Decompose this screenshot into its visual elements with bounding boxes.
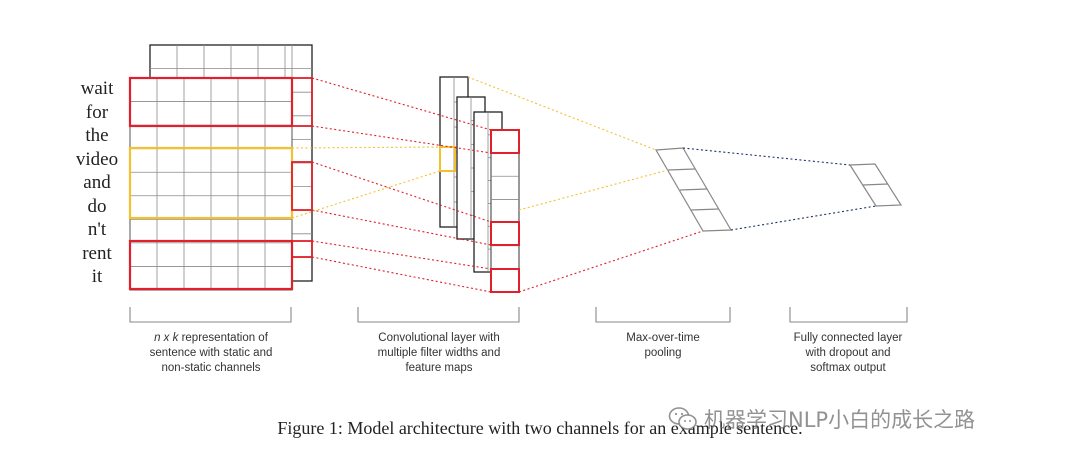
input-to-conv-connections <box>291 77 492 293</box>
fully-connected-output <box>848 163 903 207</box>
front-channel-matrix <box>129 77 293 291</box>
watermark: 机器学习NLP小白的成长之路 <box>668 402 975 436</box>
label-representation: n x k representation of sentence with st… <box>149 332 273 374</box>
back-channel-highlight-top <box>291 77 313 127</box>
sentence-word: rent <box>82 242 112 264</box>
sentence-word: and <box>83 172 111 193</box>
filter-window-red-bottom <box>128 239 294 291</box>
figure-caption: Figure 1: Model architecture with two ch… <box>277 418 803 438</box>
max-pooling-vector <box>655 147 733 232</box>
label-convolutional-layer: Convolutional layer with multiple filter… <box>377 332 501 374</box>
sentence-word: the <box>85 125 109 146</box>
sentence-word: n't <box>87 219 107 240</box>
wechat-icon <box>668 407 697 430</box>
label-max-pooling: Max-over-time pooling <box>626 332 700 359</box>
pool-to-fc-connections <box>682 147 877 231</box>
section-brackets <box>129 307 908 323</box>
back-channel-highlight-bottom <box>291 240 313 258</box>
sentence-word: it <box>91 266 103 287</box>
conv-to-pool-connections <box>467 76 704 293</box>
sentence-word: wait <box>80 78 114 99</box>
watermark-text: 机器学习NLP小白的成长之路 <box>704 408 976 432</box>
sentence-word: for <box>85 101 109 123</box>
back-channel-highlight-mid <box>291 161 313 211</box>
sentence-word: do <box>87 195 107 217</box>
label-fully-connected: Fully connected layer with dropout and s… <box>793 332 903 374</box>
feature-map-4 <box>490 129 520 293</box>
sentence-word: video <box>75 148 119 170</box>
